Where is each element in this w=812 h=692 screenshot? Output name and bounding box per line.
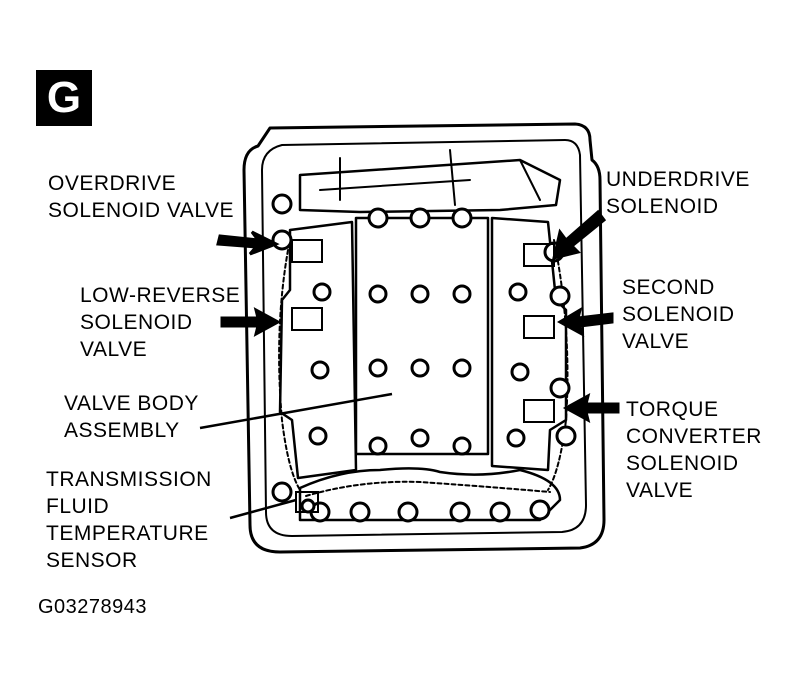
second-label-line-3: VALVE — [622, 330, 690, 353]
pan-outer-outline — [242, 122, 606, 554]
torque-converter-arrow — [562, 393, 620, 423]
low-reverse-label-line-3: VALVE — [80, 338, 148, 361]
second-arrow — [556, 306, 614, 337]
second-label-line-2: SOLENOID — [622, 303, 735, 326]
fluid-temp-leader — [229, 498, 297, 520]
bolt-heads — [271, 193, 577, 523]
leader-lines — [199, 392, 393, 520]
callout-arrows — [216, 209, 620, 423]
torque-converter-solenoid-label: TORQUE CONVERTER SOLENOID VALVE — [626, 396, 762, 504]
low-reverse-label-line-1: LOW-REVERSE — [80, 284, 241, 307]
torque-converter-label-line-4: VALVE — [626, 479, 694, 502]
valve-body-label-line-1: VALVE BODY — [64, 392, 199, 415]
fluid-temp-label-line-3: TEMPERATURE — [46, 522, 209, 545]
overdrive-label-line-1: OVERDRIVE — [48, 172, 177, 195]
underdrive-solenoid-label: UNDERDRIVE SOLENOID — [606, 166, 750, 220]
center-plate — [354, 216, 490, 456]
fluid-temp-label-line-1: TRANSMISSION — [46, 468, 212, 491]
bottom-harness — [298, 467, 562, 522]
top-manifold — [298, 158, 562, 214]
low-reverse-solenoid-label: LOW-REVERSE SOLENOID VALVE — [80, 282, 240, 363]
right-harness — [547, 239, 569, 491]
harness-cable — [305, 480, 551, 497]
pan-inner-outline — [261, 139, 587, 537]
low-reverse-arrow — [220, 307, 282, 337]
second-label-line-1: SECOND — [622, 276, 715, 299]
valve-body-leader — [199, 392, 393, 430]
second-solenoid-label: SECOND SOLENOID VALVE — [622, 274, 735, 355]
left-valve-stack — [278, 220, 358, 480]
valve-body-label-line-2: ASSEMBLY — [64, 419, 180, 442]
torque-converter-label-line-2: CONVERTER — [626, 425, 762, 448]
fluid-temperature-sensor-label: TRANSMISSION FLUID TEMPERATURE SENSOR — [46, 466, 212, 574]
overdrive-arrow — [216, 230, 280, 256]
overdrive-solenoid-label: OVERDRIVE SOLENOID VALVE — [48, 170, 234, 224]
underdrive-label-line-1: UNDERDRIVE — [606, 168, 750, 191]
underdrive-arrow — [551, 209, 607, 261]
left-harness — [278, 249, 301, 491]
panel-letter-badge: G — [36, 70, 92, 126]
fluid-temp-label-line-2: FLUID — [46, 495, 110, 518]
fluid-temp-label-line-4: SENSOR — [46, 549, 138, 572]
valve-body-assembly-label: VALVE BODY ASSEMBLY — [64, 390, 199, 444]
low-reverse-label-line-2: SOLENOID — [80, 311, 193, 334]
figure-id: G03278943 — [38, 596, 148, 618]
underdrive-label-line-2: SOLENOID — [606, 195, 719, 218]
overdrive-label-line-2: SOLENOID VALVE — [48, 199, 234, 222]
manifold-detail — [319, 149, 541, 206]
torque-converter-label-line-3: SOLENOID — [626, 452, 739, 475]
torque-converter-label-line-1: TORQUE — [626, 398, 719, 421]
